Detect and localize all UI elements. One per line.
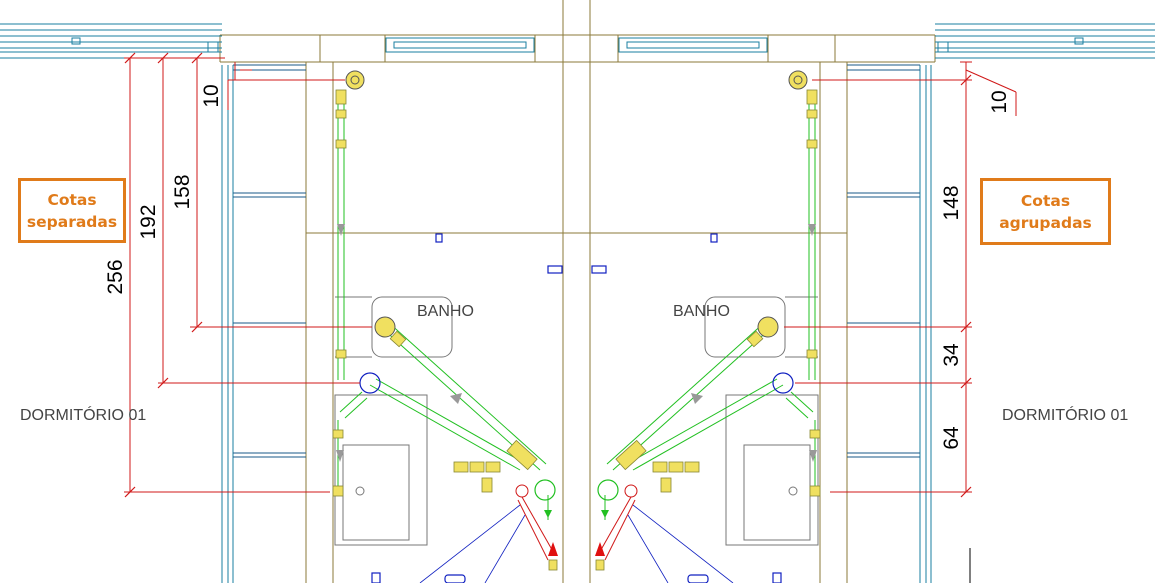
room-label-right-bedroom: DORMITÓRIO 01 (1002, 405, 1128, 424)
dimension-right-10: 10 (988, 90, 1011, 113)
room-label-left-bedroom: DORMITÓRIO 01 (20, 405, 146, 424)
shower-heads (345, 70, 808, 338)
windows (0, 23, 1155, 583)
water-pipes (337, 90, 816, 520)
dimension-right-64: 64 (940, 426, 963, 450)
dimension-ticks (124, 52, 972, 498)
wardrobe-lines (233, 64, 920, 458)
callout-separate-line1: Cotas (47, 190, 97, 209)
vent-lines (515, 484, 638, 561)
dimension-lines (124, 57, 1017, 493)
dimension-right-34: 34 (940, 343, 963, 367)
dimension-right-148: 148 (940, 185, 963, 220)
callout-grouped-line1: Cotas (1020, 191, 1071, 210)
dimension-left-10: 10 (200, 84, 223, 107)
fixtures (334, 296, 819, 546)
dimension-left-192: 192 (137, 204, 160, 239)
callout-separate-dimensions: Cotas separadas (18, 178, 126, 243)
dimension-left-158: 158 (171, 174, 194, 209)
callout-grouped-dimensions: Cotas agrupadas (980, 178, 1111, 245)
pipe-fittings (332, 89, 821, 571)
walls (219, 0, 936, 583)
room-label-right-bath: BANHO (673, 303, 730, 320)
gray-arrows (336, 224, 817, 462)
drain-fittings (359, 233, 794, 583)
flow-arrows (544, 510, 609, 518)
callout-separate-line2: separadas (26, 212, 118, 231)
vent-arrows (548, 542, 605, 556)
room-label-left-bath: BANHO (417, 303, 474, 320)
dimension-left-256: 256 (104, 259, 127, 294)
callout-grouped-line2: agrupadas (999, 213, 1092, 232)
